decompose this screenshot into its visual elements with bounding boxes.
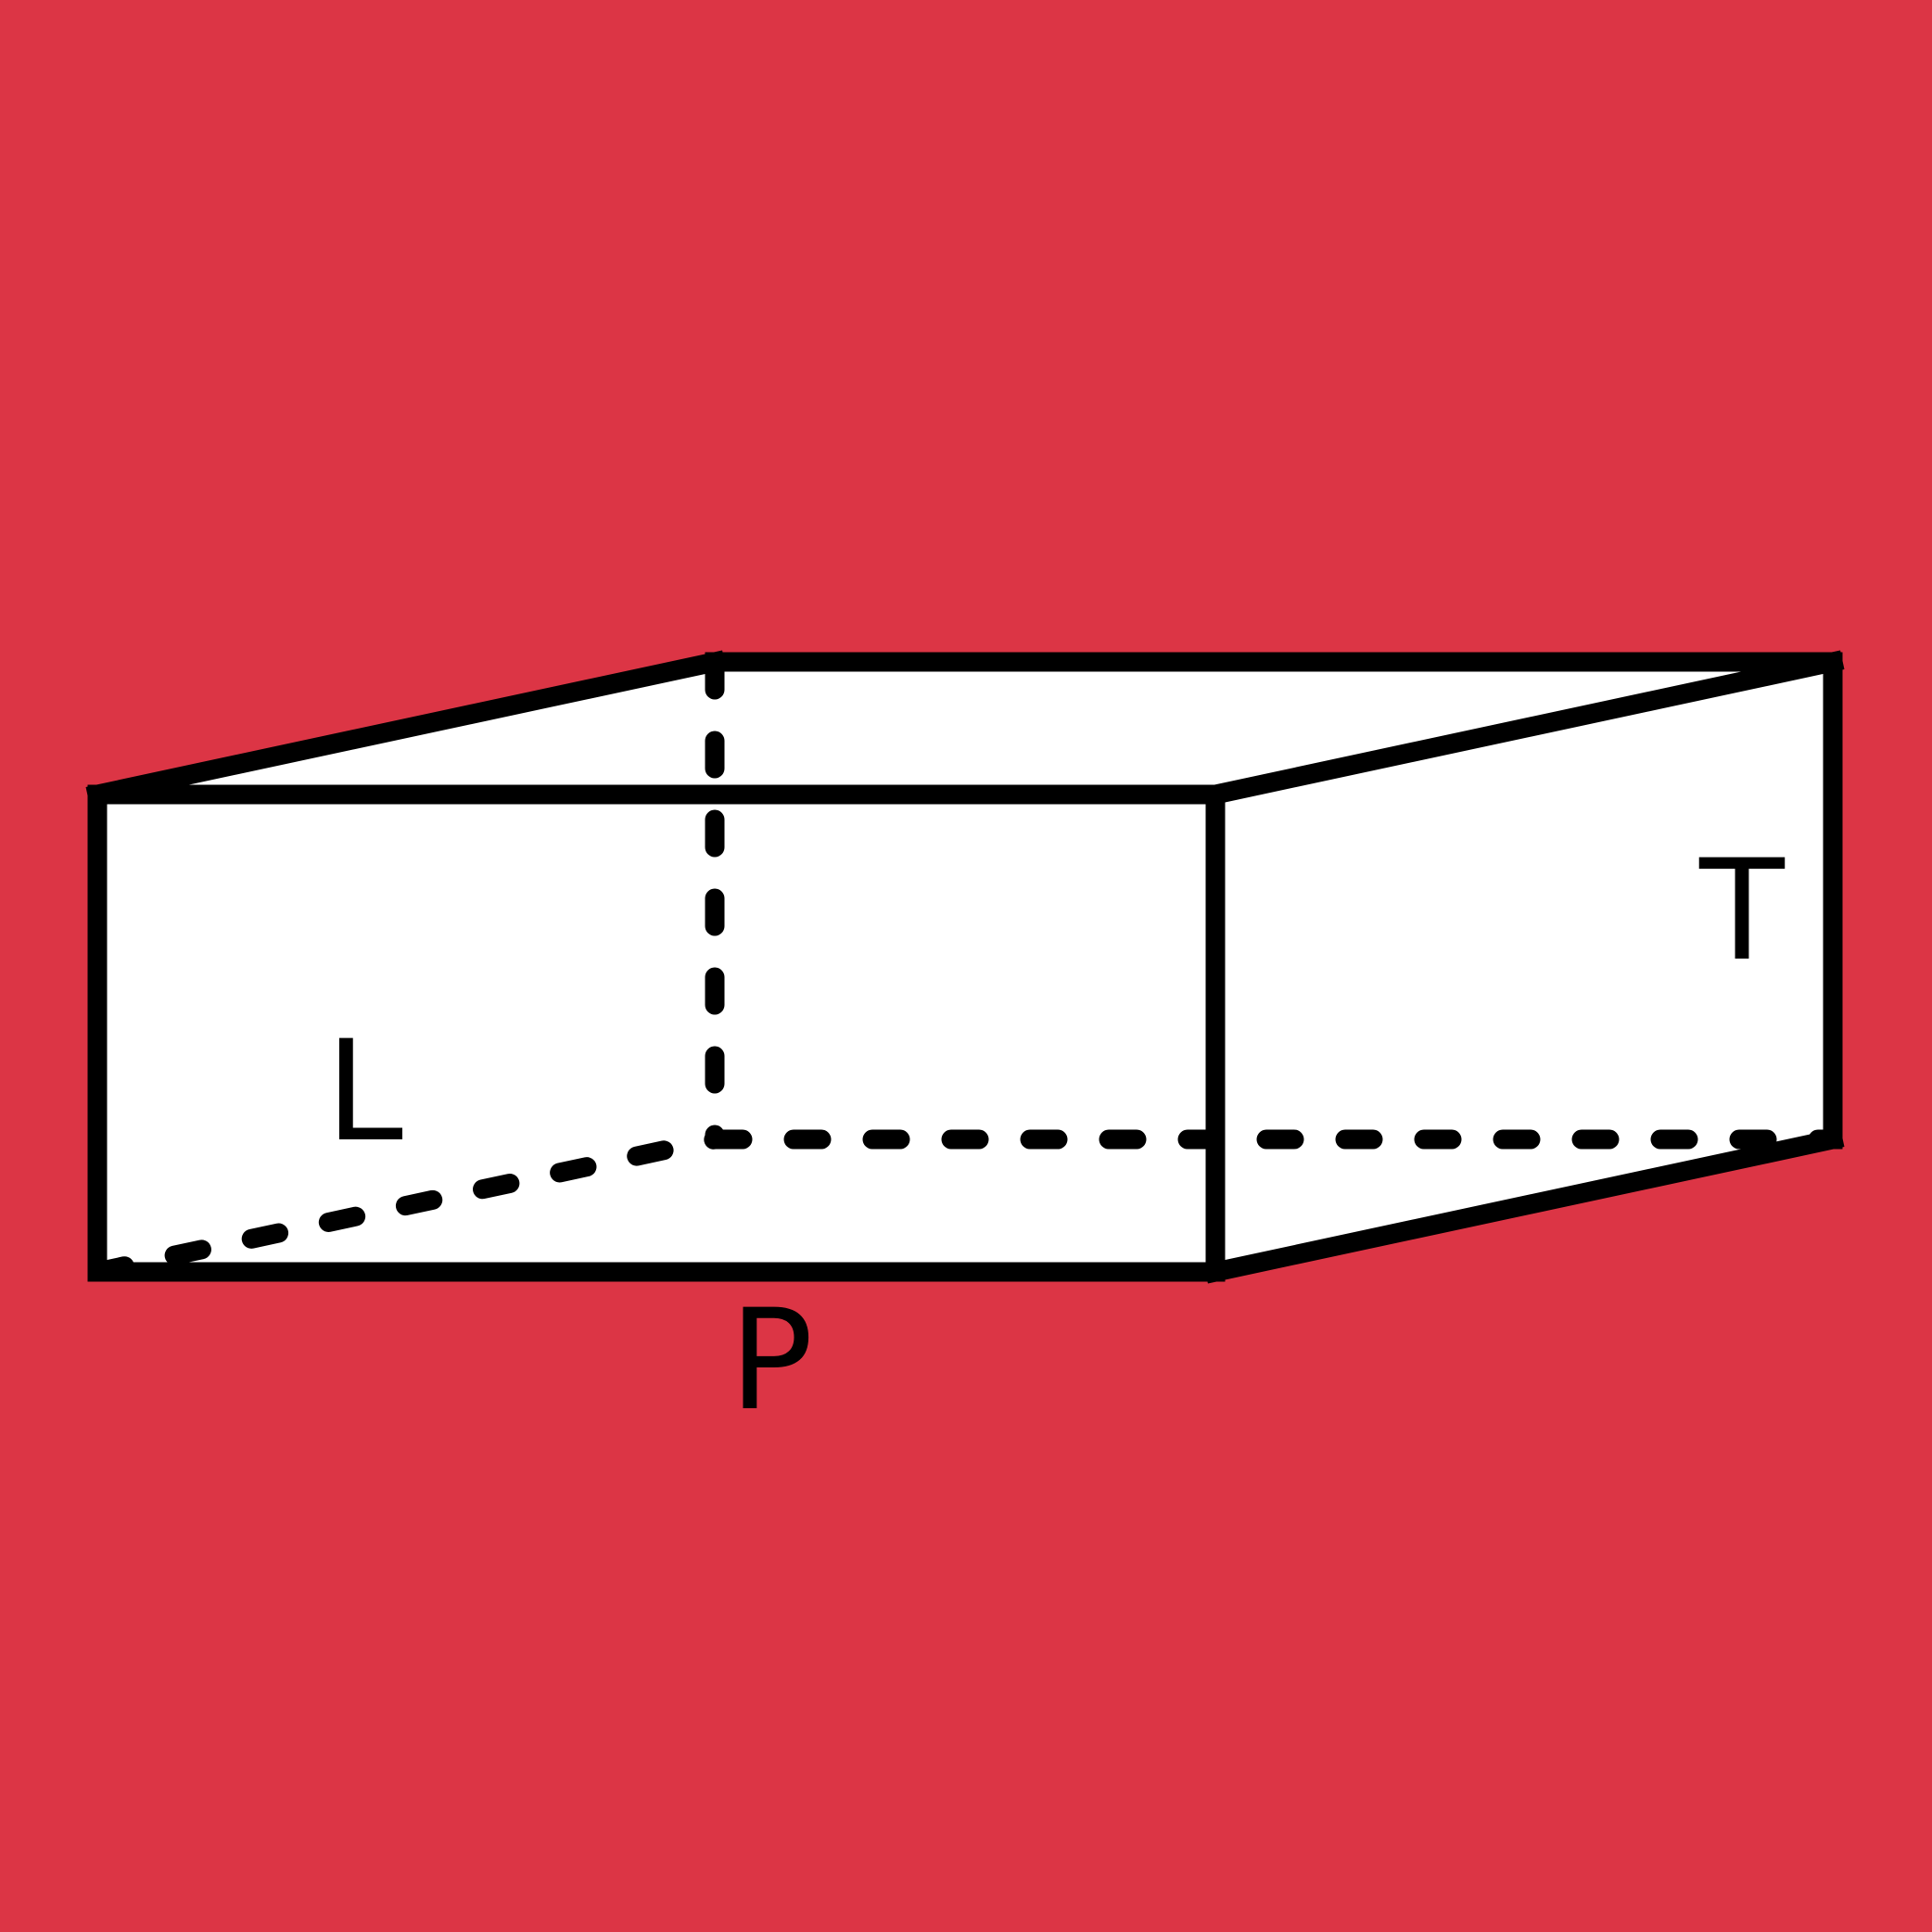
label-length: L bbox=[325, 1011, 403, 1173]
prism-right-face bbox=[1215, 662, 1833, 1272]
hidden-edge-left-bottom bbox=[87, 1129, 725, 1282]
prism-front-face bbox=[97, 794, 1215, 1272]
edge-bottom-right-slant bbox=[1203, 1127, 1845, 1284]
visible-edges bbox=[85, 650, 1845, 1284]
prism-top-face bbox=[97, 662, 1833, 794]
label-height: T bbox=[1698, 831, 1786, 992]
label-width: P bbox=[730, 1280, 813, 1442]
edge-top-right-slant bbox=[1203, 650, 1845, 807]
edge-top-left-slant bbox=[85, 650, 727, 807]
hidden-edges bbox=[87, 652, 1843, 1282]
